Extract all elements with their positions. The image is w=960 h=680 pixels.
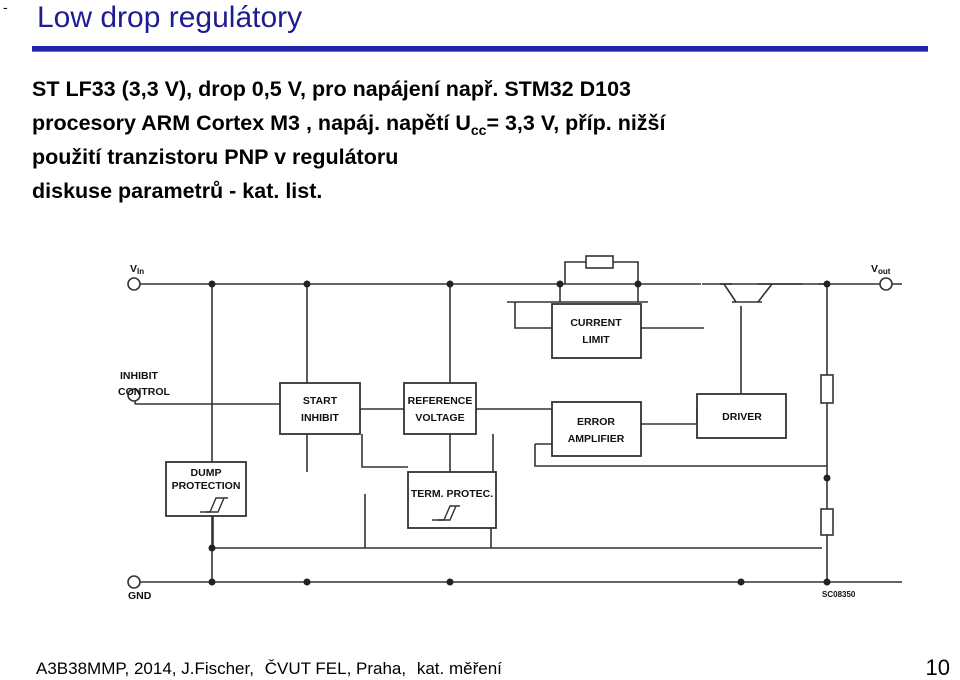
dump-protection-label-2: PROTECTION [172,480,241,492]
vin-sub: In [137,267,144,276]
page-number: 10 [925,655,950,680]
current-limit-label-1: CURRENT [570,317,622,329]
error-amplifier-label-1: ERROR [577,416,615,428]
driver-label: DRIVER [722,411,762,423]
dump-protection-label-1: DUMP [191,467,222,479]
term-protec-label: TERM. PROTEC. [411,488,493,500]
error-amplifier-label-2: AMPLIFIER [568,433,625,445]
part-code: SC08350 [822,590,856,599]
body-line-2-end: = 3,3 V, příp. nižší [486,111,666,135]
start-inhibit-label-1: START [303,395,338,407]
slide-marker: - [3,0,8,15]
body-line-4: diskuse parametrů - kat. list. [32,179,323,203]
title-divider [32,46,928,52]
gnd-label: GND [128,590,152,602]
reference-voltage-label-1: REFERENCE [408,395,473,407]
vin-v: V [130,263,137,275]
inhibit-label-2: CONTROL [118,386,170,398]
current-limit-label-2: LIMIT [582,334,610,346]
footer: A3B38MMP, 2014, J.Fischer, ČVUT FEL, Pra… [36,659,508,679]
slide-title: Low drop regulátory [37,1,303,34]
footer-dept: kat. měření [416,659,502,678]
body-line-2-subscript: cc [470,122,487,138]
regulator-block-diagram: VIn Vout INHIBIT CONTROL GND SC08350 CUR… [118,255,902,602]
inhibit-label-1: INHIBIT [120,370,159,382]
vin-label: VIn [130,263,144,276]
slide-body: ST LF33 (3,3 V), drop 0,5 V, pro napájen… [32,72,665,208]
vout-label: Vout [871,263,891,276]
vout-sub: out [878,267,891,276]
body-line-2: procesory ARM Cortex M3 , napáj. napětí … [32,106,665,140]
reference-voltage-label-2: VOLTAGE [415,412,464,424]
start-inhibit-label-2: INHIBIT [301,412,340,424]
vout-v: V [871,263,878,275]
footer-school: ČVUT FEL, Praha, [264,659,407,678]
body-line-2-start: procesory ARM Cortex M3 , napáj. napětí … [32,111,471,135]
footer-course: A3B38MMP, 2014, J.Fischer, [36,659,254,678]
body-line-3: použití tranzistoru PNP v regulátoru [32,145,399,169]
body-line-1: ST LF33 (3,3 V), drop 0,5 V, pro napájen… [32,77,631,101]
